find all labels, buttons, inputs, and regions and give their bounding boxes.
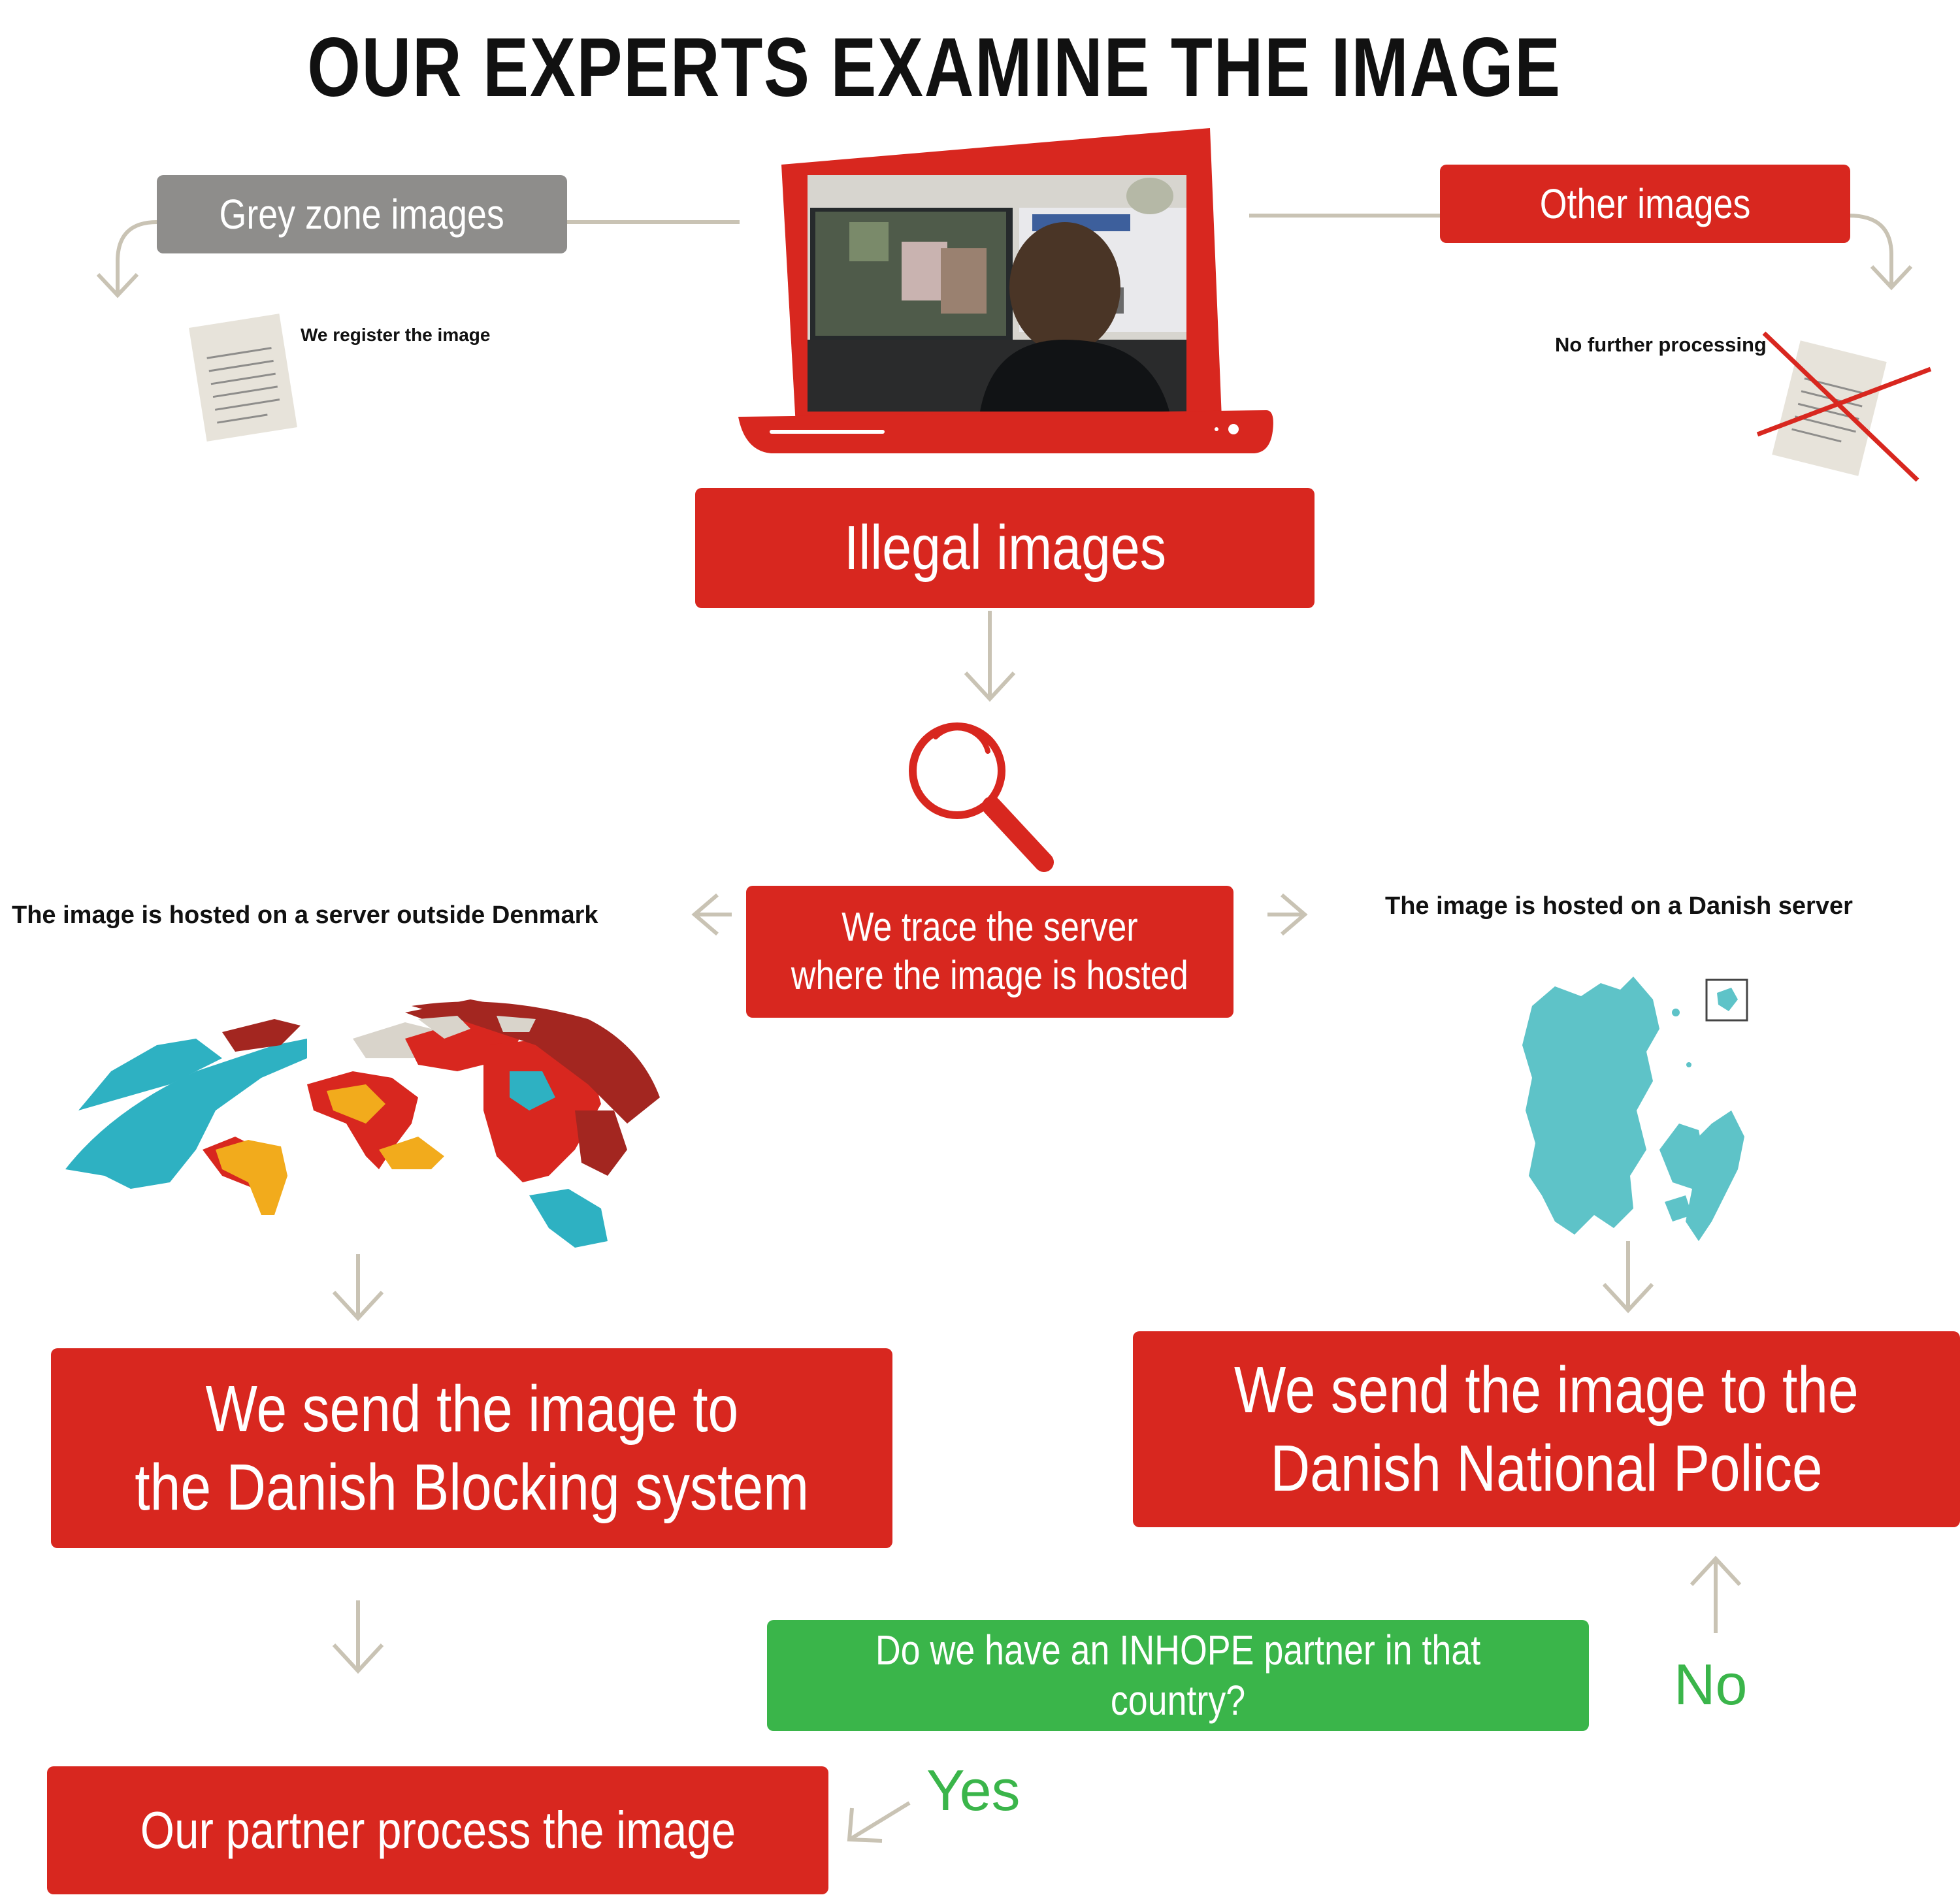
trace-server-label-2: where the image is hosted [791,953,1188,998]
trace-server-box: We trace the server where the image is h… [746,886,1233,1018]
magnifier-icon [909,722,1054,872]
blocking-label-1: We send the image to [205,1372,738,1446]
partner-process-box: Our partner process the image [47,1766,828,1894]
inhope-question-label: Do we have an INHOPE partner in that cou… [875,1627,1481,1724]
trace-server-label-1: We trace the server [841,904,1138,950]
danish-server-note: The image is hosted on a Danish server [1385,892,1853,920]
laptop-illustration [738,128,1273,453]
yes-label: Yes [926,1758,1021,1822]
other-images-label: Other images [1539,180,1751,227]
illegal-images-box: Illegal images [695,488,1315,608]
page-title: OUR EXPERTS EXAMINE THE IMAGE [307,21,1561,114]
yes-arrow [849,1801,911,1841]
other-down-arrow [1848,214,1893,286]
greyzone-down-arrow [116,220,157,294]
partner-process-label: Our partner process the image [140,1801,736,1859]
register-note: We register the image [301,325,491,345]
police-label-1: We send the image to the [1234,1353,1859,1427]
grey-zone-box: Grey zone images [157,175,567,253]
blocking-label-2: the Danish Blocking system [135,1451,809,1524]
national-police-box: We send the image to the Danish National… [1133,1331,1960,1527]
illegal-images-label: Illegal images [843,513,1166,583]
outside-denmark-note: The image is hosted on a server outside … [12,901,598,929]
document-icon [189,314,297,442]
denmark-map-illustration [1522,977,1748,1241]
grey-zone-label: Grey zone images [219,190,505,238]
crossed-document-icon [1756,331,1932,482]
other-images-box: Other images [1440,165,1850,243]
no-further-note: No further processing [1555,333,1767,356]
inhope-question-box: Do we have an INHOPE partner in that cou… [767,1620,1589,1731]
police-label-2: Danish National Police [1270,1432,1823,1505]
no-label: No [1674,1652,1748,1717]
blocking-system-box: We send the image to the Danish Blocking… [51,1348,892,1548]
world-map-illustration [65,999,660,1248]
